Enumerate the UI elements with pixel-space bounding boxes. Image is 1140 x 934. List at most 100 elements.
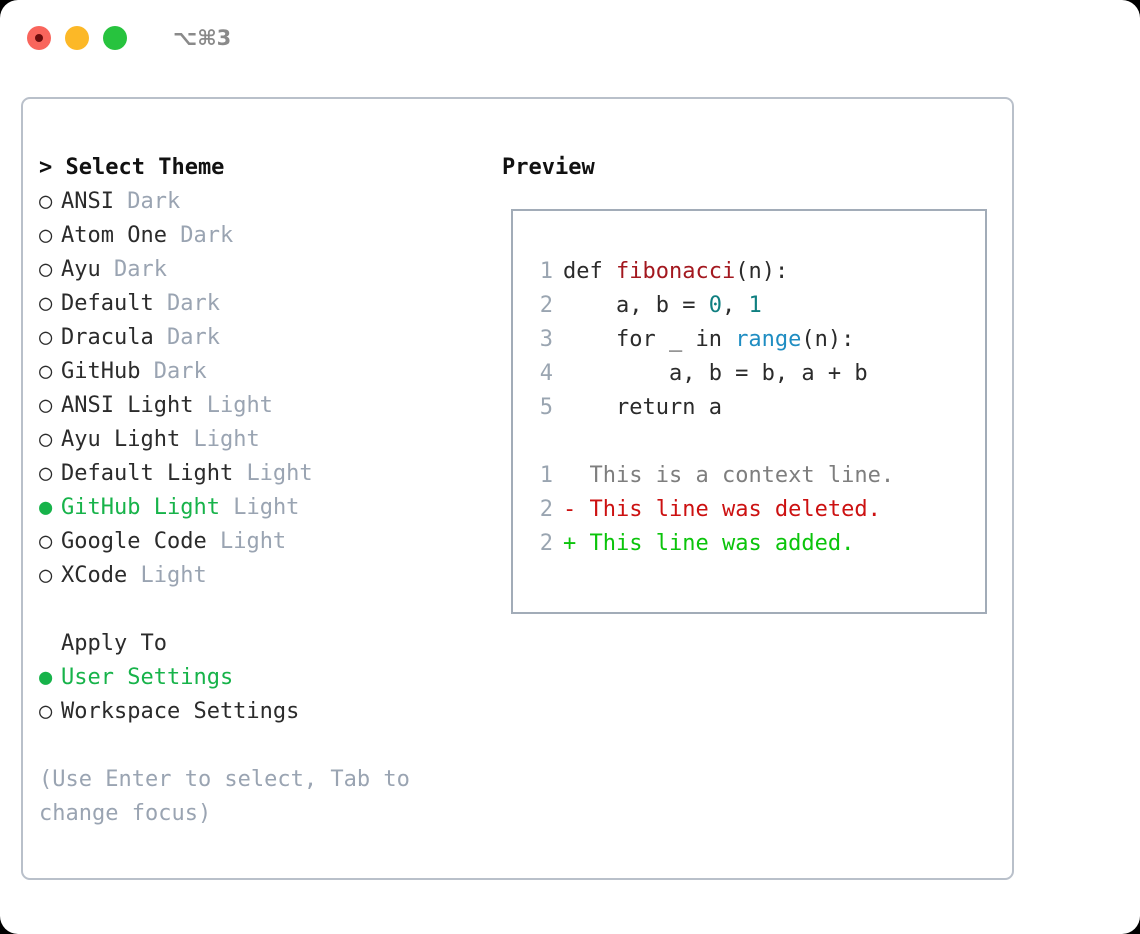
- line-number: 1: [539, 463, 553, 488]
- theme-variant-badge: Light: [233, 495, 300, 520]
- theme-picker-panel: > Select Theme ○ANSI Dark○Atom One Dark○…: [21, 97, 1014, 880]
- code-diff-gap: [513, 425, 985, 459]
- theme-name-variant-space: [154, 325, 167, 350]
- diff-sign: -: [563, 497, 590, 522]
- theme-list-item[interactable]: ○Default Dark: [39, 287, 479, 321]
- radio-unselected-icon[interactable]: ○: [39, 189, 53, 214]
- line-number: 3: [539, 327, 553, 352]
- theme-list-item[interactable]: ○Ayu Dark: [39, 253, 479, 287]
- theme-list-item[interactable]: ○ Google Code Light: [39, 525, 479, 559]
- diff-line: 2- This line was deleted.: [513, 493, 985, 527]
- theme-list-item[interactable]: ○ANSI Light Light: [39, 389, 479, 423]
- code-token: (n):: [801, 327, 855, 352]
- theme-list-item[interactable]: ○Atom One Dark: [39, 219, 479, 253]
- radio-unselected-icon[interactable]: ○: [39, 393, 53, 418]
- code-token: a, b = b, a + b: [563, 361, 868, 386]
- code-line: 2 a, b = 0, 1: [513, 289, 985, 323]
- theme-name: Ayu: [61, 257, 101, 282]
- theme-list-item[interactable]: ○ XCode Light: [39, 559, 479, 593]
- apply-to-heading: Apply To: [61, 631, 167, 656]
- hint-gap: [39, 729, 479, 763]
- diff-line: 2 + This line was added.: [513, 527, 985, 561]
- theme-variant-badge: Dark: [166, 325, 220, 350]
- theme-name: ANSI Light: [61, 393, 194, 418]
- radio-unselected-icon[interactable]: ○: [39, 427, 53, 452]
- diff-sign: +: [563, 531, 590, 556]
- code-token: 0: [708, 293, 722, 318]
- line-number: 2: [539, 293, 553, 318]
- theme-variant-badge: Dark: [127, 189, 181, 214]
- theme-list-item[interactable]: ● GitHub Light Light: [39, 491, 479, 525]
- zoom-button[interactable]: [103, 26, 127, 50]
- theme-name: XCode: [61, 563, 128, 588]
- code-token: 1: [748, 293, 762, 318]
- minimize-button[interactable]: [65, 26, 89, 50]
- theme-list-item[interactable]: ○ Default Light Light: [39, 457, 479, 491]
- theme-name-variant-space: [220, 495, 233, 520]
- theme-name: GitHub Light: [61, 495, 220, 520]
- theme-list: ○ANSI Dark○Atom One Dark○Ayu Dark○Defaul…: [39, 185, 479, 593]
- radio-unselected-icon[interactable]: ○: [39, 223, 53, 248]
- theme-list-item[interactable]: ○GitHub Dark: [39, 355, 479, 389]
- theme-variant-badge: Light: [193, 427, 260, 452]
- close-button[interactable]: [27, 26, 51, 50]
- apply-to-option[interactable]: ● User Settings: [39, 661, 479, 695]
- diff-text: This line was deleted.: [589, 497, 881, 522]
- code-token: return a: [563, 395, 722, 420]
- keyboard-shortcut-label: ⌥⌘3: [173, 25, 232, 50]
- theme-name-variant-space: [154, 291, 167, 316]
- theme-name-variant-space: [180, 427, 193, 452]
- radio-unselected-icon[interactable]: ○: [39, 359, 53, 384]
- theme-list-column: > Select Theme ○ANSI Dark○Atom One Dark○…: [39, 151, 479, 831]
- radio-unselected-icon[interactable]: ○: [39, 461, 53, 486]
- theme-name-variant-space: [233, 461, 246, 486]
- code-line: 3 for _ in range(n):: [513, 323, 985, 357]
- theme-name: Ayu Light: [61, 427, 181, 452]
- theme-variant-badge: Light: [140, 563, 207, 588]
- theme-list-item[interactable]: ○ANSI Dark: [39, 185, 479, 219]
- apply-to-option[interactable]: ○ Workspace Settings: [39, 695, 479, 729]
- theme-list-item[interactable]: ○ Dracula Dark: [39, 321, 479, 355]
- theme-variant-badge: Light: [219, 529, 287, 554]
- theme-variant-badge: Dark: [180, 223, 234, 248]
- radio-unselected-icon[interactable]: ○: [39, 257, 53, 282]
- theme-name-variant-space: [127, 563, 140, 588]
- diff-text: This line was added.: [589, 531, 855, 556]
- titlebar: ⌥⌘3: [0, 0, 1140, 76]
- radio-unselected-icon[interactable]: ○: [39, 529, 53, 554]
- theme-name-variant-space: [101, 257, 114, 282]
- theme-name-variant-space: [207, 529, 220, 554]
- code-token: a, b =: [563, 293, 709, 318]
- line-number: 1: [539, 259, 553, 284]
- diff-line: 1 This is a context line.: [513, 459, 985, 493]
- line-number: 2: [539, 531, 553, 556]
- code-token: for _ in: [563, 327, 736, 352]
- code-token: (n):: [735, 259, 789, 284]
- apply-to-list: ● User Settings ○ Workspace Settings: [39, 661, 479, 729]
- radio-unselected-icon[interactable]: ○: [39, 699, 53, 724]
- apply-to-option-label: Workspace Settings: [61, 699, 300, 724]
- radio-unselected-icon[interactable]: ○: [39, 563, 53, 588]
- theme-name: Google Code: [61, 529, 207, 554]
- theme-variant-badge: Light: [246, 461, 313, 486]
- apply-to-option-label: User Settings: [61, 665, 234, 690]
- line-number: 2: [539, 497, 553, 522]
- radio-unselected-icon[interactable]: ○: [39, 325, 53, 350]
- code-line: 4 a, b = b, a + b: [513, 357, 985, 391]
- theme-name: Dracula: [61, 325, 154, 350]
- theme-name: Default Light: [61, 461, 234, 486]
- radio-selected-icon[interactable]: ●: [39, 665, 53, 690]
- diff-sample: 1 This is a context line.2- This line wa…: [513, 459, 985, 561]
- radio-unselected-icon[interactable]: ○: [39, 291, 53, 316]
- theme-list-item[interactable]: ○ Ayu Light Light: [39, 423, 479, 457]
- theme-variant-badge: Dark: [166, 291, 220, 316]
- keyboard-hint: (Use Enter to select, Tab to change focu…: [39, 767, 410, 826]
- theme-name-variant-space: [140, 359, 153, 384]
- theme-variant-badge: Dark: [153, 359, 207, 384]
- radio-selected-icon[interactable]: ●: [39, 495, 53, 520]
